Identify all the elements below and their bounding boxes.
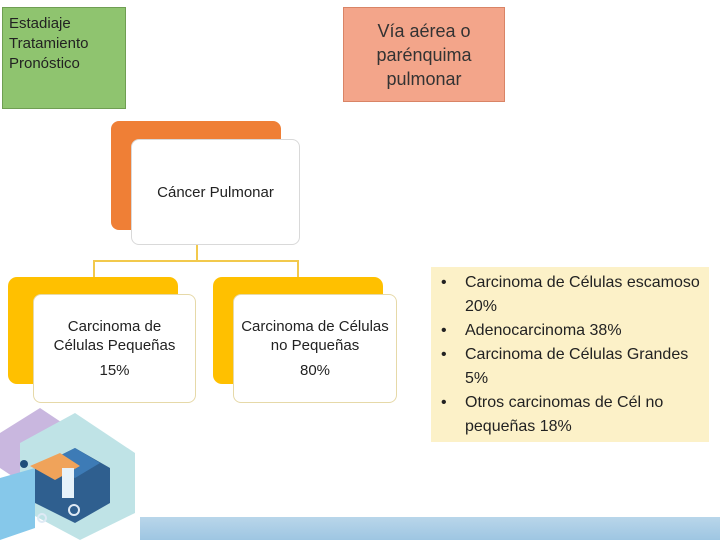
note-line-tratamiento: Tratamiento bbox=[9, 35, 89, 52]
logo-emblem-icon bbox=[0, 408, 135, 540]
salmon-note: Vía aérea o parénquima pulmonar bbox=[343, 7, 505, 102]
connector-right-down bbox=[297, 260, 299, 277]
child-node-2-label: Carcinoma de Células no Pequeñas bbox=[241, 318, 389, 354]
connector-horizontal bbox=[93, 260, 299, 262]
child-node-1-label: Carcinoma de Células Pequeñas bbox=[53, 318, 176, 354]
connector-root-down bbox=[196, 245, 198, 261]
list-item: •Adenocarcinoma 38% bbox=[441, 322, 622, 339]
child-node-2-percent: 80% bbox=[299, 362, 331, 379]
child-node-1-percent: 15% bbox=[99, 362, 130, 379]
bottom-bar bbox=[140, 517, 720, 540]
note-line-estadiaje: Estadiaje bbox=[9, 15, 71, 32]
list-item: •Otros carcinomas de Cél no pequeñas 18% bbox=[441, 394, 664, 435]
child-node-1: Carcinoma de Células Pequeñas 15% bbox=[33, 294, 196, 403]
subtypes-list-box: •Carcinoma de Células escamoso 20% •Aden… bbox=[431, 267, 709, 442]
subtypes-list: •Carcinoma de Células escamoso 20% •Aden… bbox=[435, 271, 703, 439]
root-node: Cáncer Pulmonar bbox=[131, 139, 300, 245]
note-line-pronostico: Pronóstico bbox=[9, 55, 80, 72]
green-note: Estadiaje Tratamiento Pronóstico bbox=[2, 7, 126, 109]
list-item: •Carcinoma de Células Grandes 5% bbox=[441, 346, 689, 387]
salmon-note-text: Vía aérea o parénquima pulmonar bbox=[376, 20, 472, 89]
list-item: •Carcinoma de Células escamoso 20% bbox=[441, 274, 700, 315]
child-node-2: Carcinoma de Células no Pequeñas 80% bbox=[233, 294, 397, 403]
root-node-label: Cáncer Pulmonar bbox=[157, 183, 274, 201]
connector-left-down bbox=[93, 260, 95, 277]
